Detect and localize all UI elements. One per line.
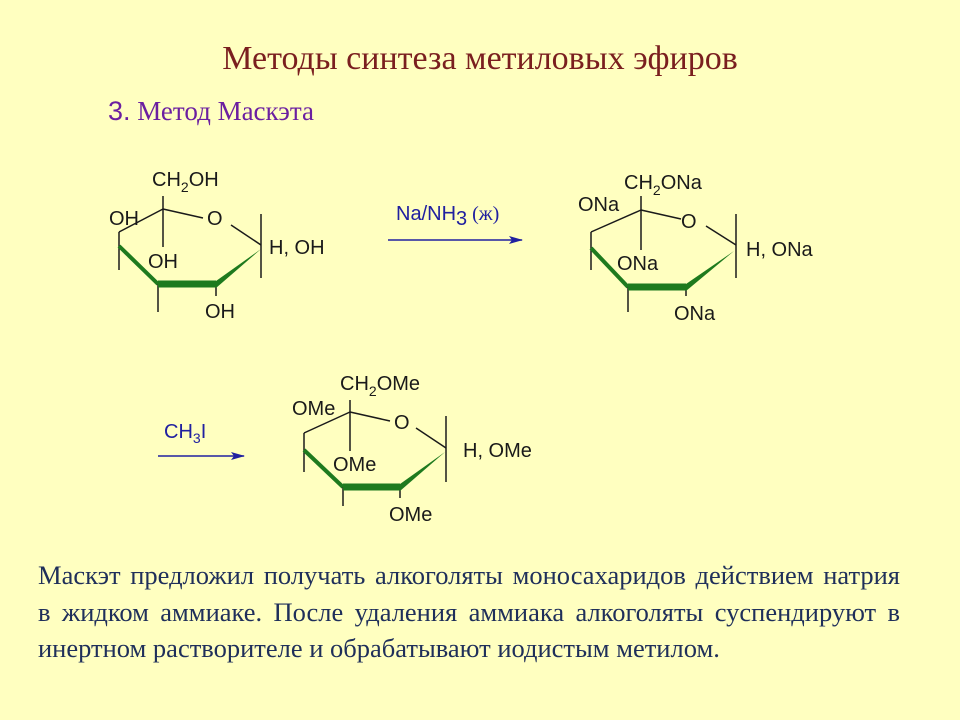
page-title: Методы синтеза метиловых эфиров — [222, 40, 738, 77]
molecule-sodium: CH2ONa ONa O H, ONa ONa ONa — [578, 172, 814, 325]
ring-oxygen-label: O — [394, 412, 410, 434]
alkoxide-label: ONa — [617, 253, 659, 275]
methoxy-label: OMe — [292, 398, 335, 420]
alkoxide-label: ONa — [578, 194, 620, 216]
methoxy-label: OMe — [333, 454, 376, 476]
method-name: Метод Маскэта — [137, 96, 315, 126]
ch2-label: CH2ONa — [624, 172, 703, 198]
molecule-methyl: CH2OMe OMe O H, OMe OMe OMe — [292, 373, 532, 526]
description-paragraph: Маскэт предложил получать алкоголяты мон… — [38, 560, 900, 663]
ch2-label: CH2OH — [152, 169, 219, 195]
method-number: 3. — [108, 96, 131, 126]
reaction-step-2: CH3I — [158, 421, 245, 460]
method-heading: 3. Метод Маскэта — [108, 96, 314, 127]
hydroxyl-label: OH — [205, 301, 235, 323]
reaction-scheme: CH2OH OH O H, OH OH OH Na/NH3 (ж) CH2ONa… — [109, 169, 814, 526]
reagent-label: CH3I — [164, 421, 206, 446]
reagent-label: Na/NH3 (ж) — [396, 203, 499, 230]
alkoxide-label: ONa — [674, 303, 716, 325]
hydroxyl-label: OH — [109, 208, 139, 230]
anomeric-label: H, ONa — [746, 239, 814, 261]
reaction-step-1: Na/NH3 (ж) — [388, 203, 523, 244]
anomeric-label: H, OMe — [463, 440, 532, 462]
anomeric-label: H, OH — [269, 237, 325, 259]
ring-oxygen-label: O — [207, 208, 223, 230]
methoxy-label: OMe — [389, 504, 432, 526]
ch2-label: CH2OMe — [340, 373, 420, 399]
hydroxyl-label: OH — [148, 251, 178, 273]
ring-oxygen-label: O — [681, 211, 697, 233]
molecule-start: CH2OH OH O H, OH OH OH — [109, 169, 325, 323]
